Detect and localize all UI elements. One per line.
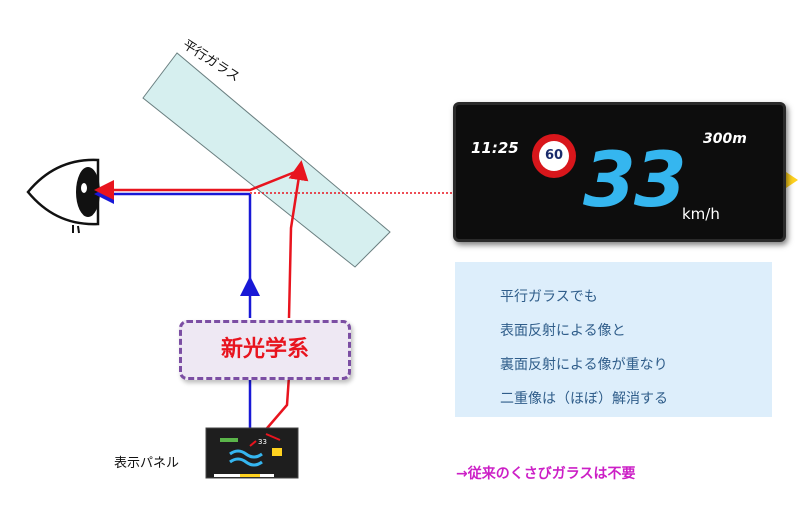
speed-limit-value: 60 [539, 141, 569, 171]
conclusion-text: →従来のくさびガラスは不要 [456, 466, 636, 482]
parallel-glass [142, 52, 391, 268]
hud-time: 11:25 [471, 139, 519, 157]
explanation-line: 二重像は（ほぼ）解消する [500, 391, 668, 407]
explanation-line: 平行ガラスでも [500, 289, 598, 305]
hud-speed: 33 [583, 135, 687, 224]
hud-distance: 300m [703, 131, 747, 147]
hud-speed-unit: km/h [682, 205, 720, 223]
explanation-line: 裏面反射による像が重なり [500, 357, 668, 373]
display-panel: 33 [205, 427, 299, 479]
svg-text:33: 33 [258, 438, 267, 446]
explanation-line: 表面反射による像と [500, 323, 626, 339]
explanation-box [455, 262, 772, 417]
new-optics-label: 新光学系 [220, 337, 309, 362]
red-ray [94, 160, 309, 442]
eye-icon [26, 158, 100, 234]
new-optics-box [179, 320, 351, 380]
display-panel-label: 表示パネル [114, 456, 180, 471]
hud-display [453, 102, 786, 242]
